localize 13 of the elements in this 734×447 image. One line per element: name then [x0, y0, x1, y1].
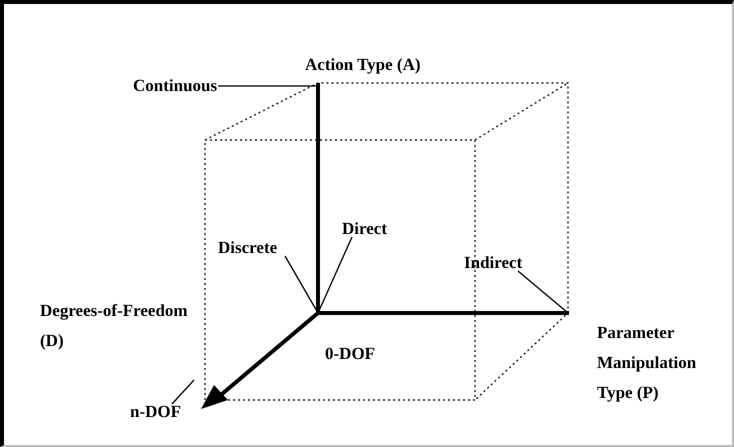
axis-value-label: Discrete: [218, 238, 278, 258]
axis-title: Degrees-of-Freedom (D): [40, 300, 189, 352]
axis-value-label: Direct: [342, 219, 387, 239]
tick-label: 0-DOF: [325, 343, 376, 365]
axis-value-label: n-DOF: [130, 402, 181, 422]
axis-title: Action Type (A): [305, 54, 421, 76]
axis-title: Parameter Manipulation Type (P): [597, 322, 698, 404]
leader-line: [284, 256, 319, 314]
leader-line: [518, 270, 568, 314]
leader-line: [218, 85, 318, 87]
axis-value-label: Indirect: [464, 253, 522, 273]
axis-value-label: Continuous: [133, 76, 218, 96]
leader-line: [172, 380, 194, 404]
